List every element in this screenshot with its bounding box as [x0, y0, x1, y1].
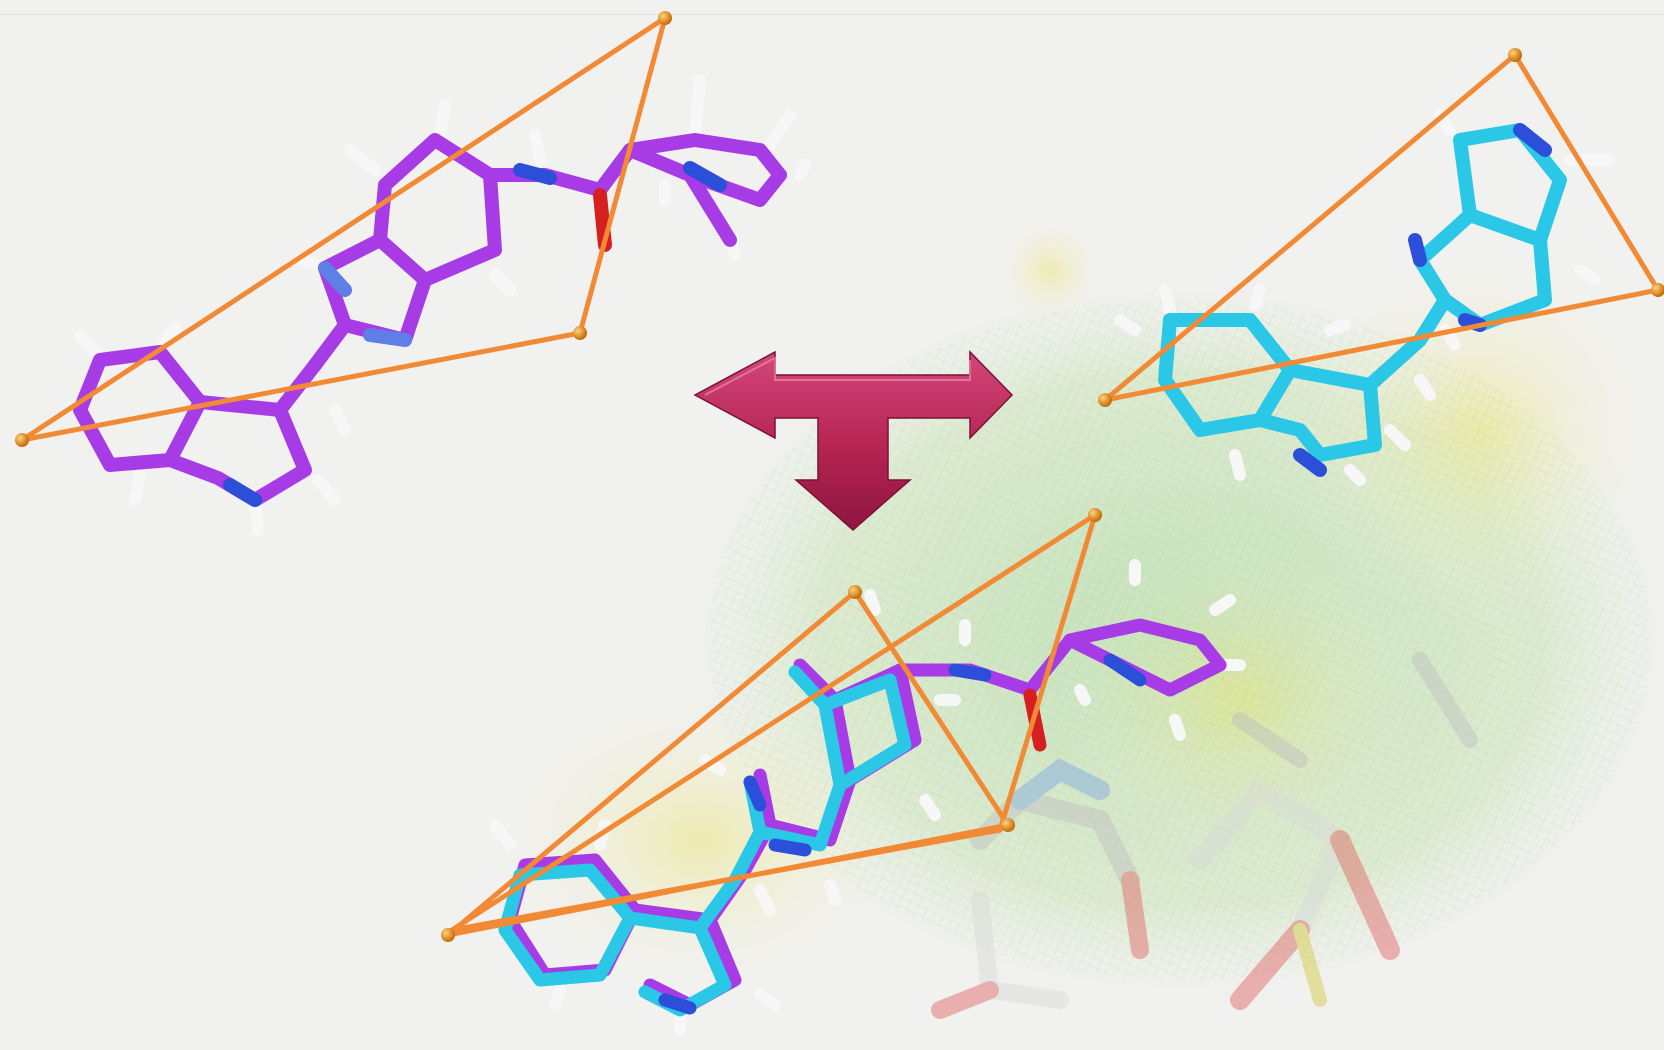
molecule-purple-top-left	[73, 74, 811, 536]
pharmacophore-triangles	[19, 15, 1661, 938]
triangle-top-right	[1102, 52, 1661, 403]
molecule-cyan-top-right	[1114, 109, 1616, 486]
top-divider	[0, 14, 1664, 15]
triangle-bottom-purple	[449, 512, 1098, 933]
triangle-vertices	[15, 11, 1664, 942]
triangle-top-left	[19, 15, 668, 443]
t-shaped-double-arrow-icon	[693, 350, 1014, 531]
